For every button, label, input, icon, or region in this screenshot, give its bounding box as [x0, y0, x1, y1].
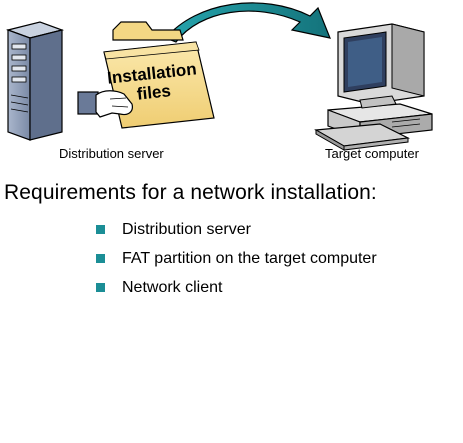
square-bullet-icon: [96, 254, 105, 263]
list-item-label: Network client: [122, 278, 223, 296]
network-install-illustration: [5, 2, 433, 151]
transfer-arrow: [165, 2, 331, 43]
list-item-label: FAT partition on the target computer: [122, 249, 377, 267]
list-item: FAT partition on the target computer: [96, 244, 377, 273]
page-title: Requirements for a network installation:: [4, 181, 377, 204]
list-item-label: Distribution server: [122, 220, 251, 238]
list-item: Network client: [96, 273, 377, 302]
square-bullet-icon: [96, 283, 105, 292]
server-icon: [5, 21, 65, 141]
source-caption: Distribution server: [59, 146, 164, 161]
target-caption: Target computer: [325, 146, 419, 161]
square-bullet-icon: [96, 225, 105, 234]
hand-icon: [77, 90, 133, 118]
requirements-list: Distribution server FAT partition on the…: [96, 215, 377, 302]
list-item: Distribution server: [96, 215, 377, 244]
computer-icon: [314, 23, 433, 151]
